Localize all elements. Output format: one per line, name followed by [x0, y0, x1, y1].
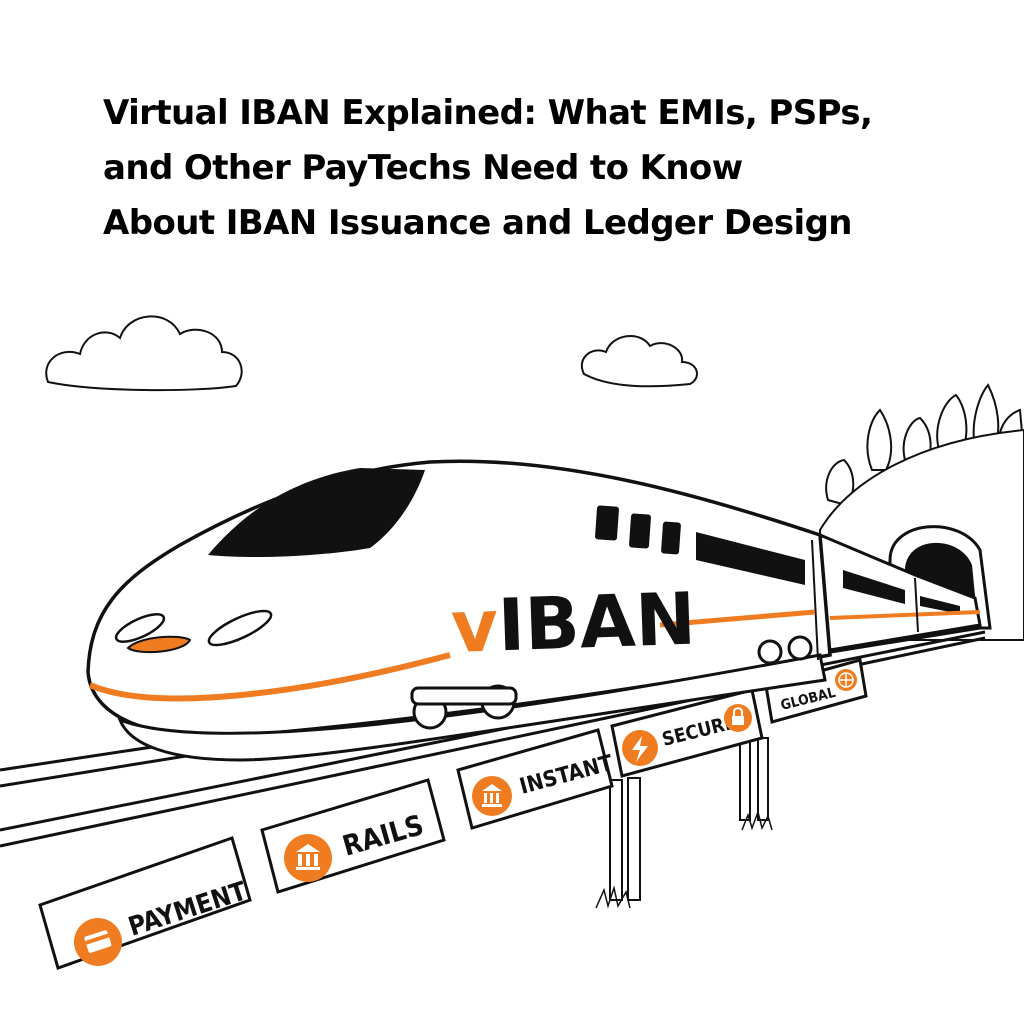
cloud-right	[581, 334, 698, 388]
cloud-left	[45, 315, 243, 392]
train-logo: vIBAN	[450, 577, 697, 669]
train-logo-main: IBAN	[497, 577, 697, 668]
lightning-icon	[622, 730, 658, 766]
train: vIBAN	[86, 459, 982, 762]
sleeper-payment: PAYMENT	[38, 836, 252, 970]
sleeper-rails: RAILS	[260, 778, 446, 894]
sleeper-instant: INSTANT	[456, 728, 616, 830]
padlock-icon	[724, 704, 752, 732]
trees	[825, 383, 1024, 507]
globe-icon	[835, 669, 857, 691]
credit-card-icon	[74, 918, 122, 966]
bank-icon	[284, 834, 332, 882]
grass	[595, 809, 773, 909]
title-line-2: and Other PayTechs Need to Know	[103, 148, 743, 188]
wheels	[410, 635, 813, 730]
title-line-3: About IBAN Issuance and Ledger Design	[103, 203, 853, 243]
sleeper-secure: SECURE	[610, 688, 764, 778]
title-line-1: Virtual IBAN Explained: What EMIs, PSPs,	[103, 93, 873, 133]
bank-icon	[472, 776, 512, 816]
page-title: Virtual IBAN Explained: What EMIs, PSPs,…	[103, 86, 963, 251]
train-logo-prefix: v	[450, 583, 500, 669]
